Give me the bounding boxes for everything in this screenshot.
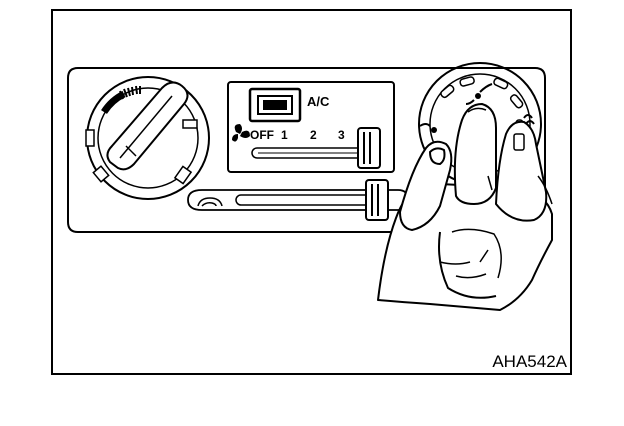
air-intake-slider[interactable] [187,179,409,221]
fan-speed-3: 3 [338,128,345,142]
temperature-dial[interactable] [85,76,210,200]
hand-illustration [377,103,553,311]
temperature-scale-ticks [119,85,141,100]
figure-frame [51,9,572,375]
vent-mode-icon [465,83,493,105]
fan-speed-slider-knob[interactable] [357,127,381,169]
bi-level-mode-icon [419,123,437,133]
fan-icon [232,124,250,142]
fan-speed-slider[interactable] [251,127,381,169]
figure-code: AHA542A [492,352,567,371]
air-intake-slider-knob[interactable] [365,179,389,221]
recirculation-icon [197,197,223,207]
ac-label: A/C [307,94,330,109]
fan-speed-2: 2 [310,128,317,142]
fan-module [227,81,395,173]
mode-dial[interactable] [418,62,542,186]
ac-button[interactable] [248,87,302,123]
fan-off-label: OFF [250,128,274,142]
fan-speed-1: 1 [281,128,288,142]
